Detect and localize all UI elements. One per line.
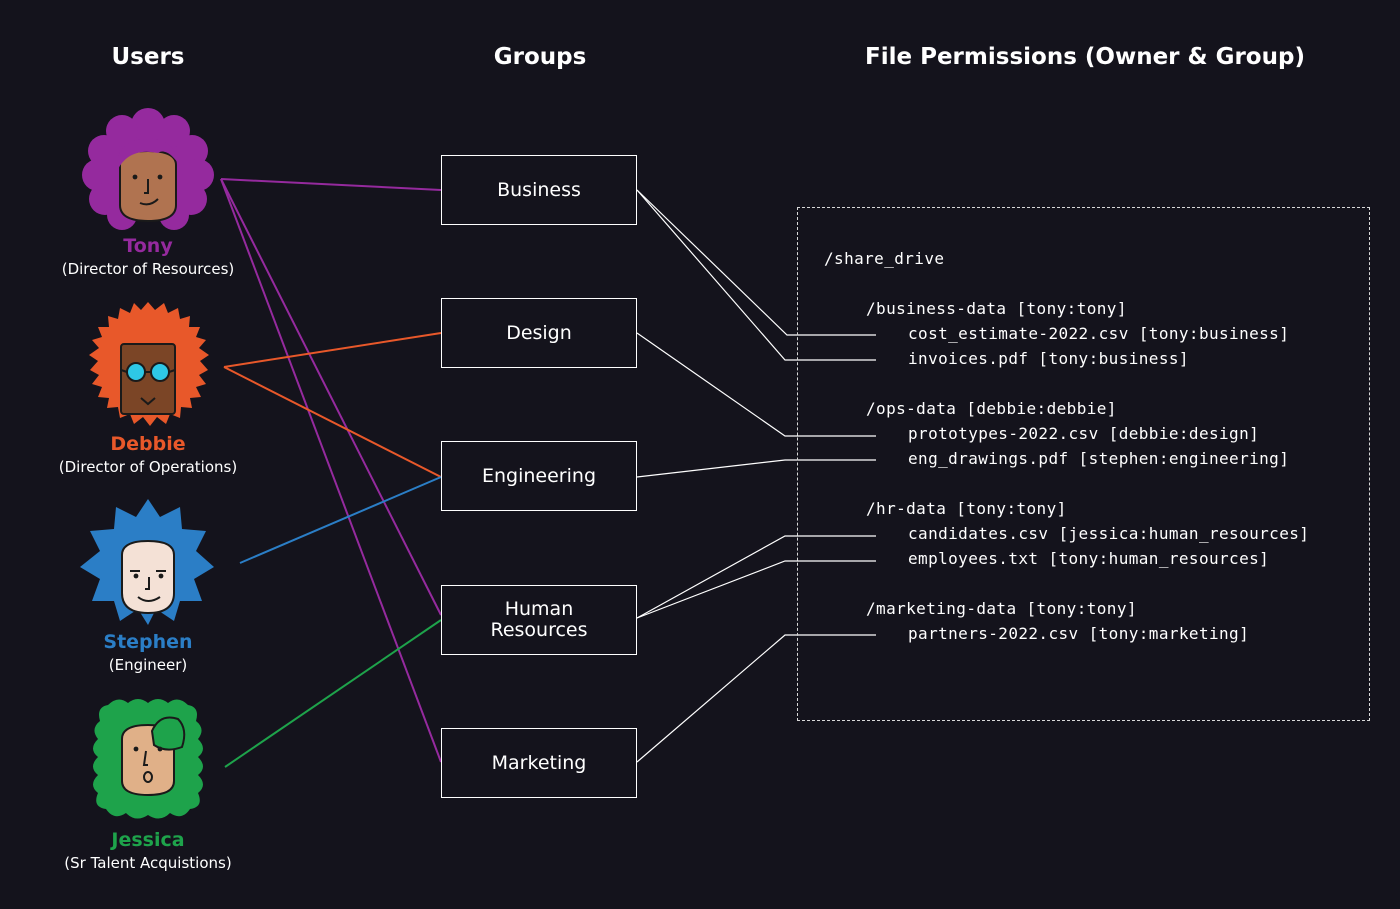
dir-marketing-data: /marketing-data [tony:tony] (866, 599, 1137, 618)
debbie-avatar (78, 300, 218, 430)
dir-business-data: /business-data [tony:tony] (866, 299, 1127, 318)
user-name-tony: Tony (123, 235, 173, 257)
file-cost-estimate: cost_estimate-2022.csv [tony:business] (908, 324, 1290, 343)
line-tony-business (220, 178, 442, 191)
line-marketing-partners (636, 634, 876, 763)
user-role-debbie: (Director of Operations) (58, 458, 238, 476)
dir-hr-data: /hr-data [tony:tony] (866, 499, 1067, 518)
jessica-avatar (78, 695, 218, 825)
stephen-avatar (78, 497, 218, 627)
group-business: Business (441, 155, 637, 225)
line-hr-candidates (636, 535, 876, 619)
tony-avatar (78, 107, 218, 237)
file-partners: partners-2022.csv [tony:marketing] (908, 624, 1250, 643)
file-candidates: candidates.csv [jessica:human_resources] (908, 524, 1310, 543)
group-marketing: Marketing (441, 728, 637, 798)
user-name-jessica: Jessica (111, 829, 185, 851)
file-employees: employees.txt [tony:human_resources] (908, 549, 1270, 568)
file-prototypes: prototypes-2022.csv [debbie:design] (908, 424, 1260, 443)
line-jessica-hr (224, 619, 442, 768)
users-heading: Users (111, 44, 185, 70)
group-human-resources: Human Resources (441, 585, 637, 655)
line-debbie-design (223, 332, 442, 368)
line-design-prototypes (636, 332, 876, 437)
share-drive-root: /share_drive (824, 249, 945, 268)
user-role-stephen: (Engineer) (108, 656, 188, 674)
line-tony-marketing (220, 178, 442, 763)
line-stephen-engineering (239, 476, 442, 564)
line-business-invoices (636, 189, 876, 361)
line-hr-employees (636, 560, 876, 619)
line-tony-hr (220, 178, 442, 616)
line-debbie-engineering (223, 366, 442, 478)
file-eng-drawings: eng_drawings.pdf [stephen:engineering] (908, 449, 1290, 468)
line-engineering-drawings (636, 459, 876, 478)
file-invoices: invoices.pdf [tony:business] (908, 349, 1189, 368)
user-name-stephen: Stephen (103, 631, 193, 653)
line-business-cost-estimate (636, 189, 876, 336)
file-permissions-box (797, 207, 1370, 721)
user-role-tony: (Director of Resources) (61, 260, 235, 278)
user-role-jessica: (Sr Talent Acquistions) (64, 854, 232, 872)
group-design: Design (441, 298, 637, 368)
group-engineering: Engineering (441, 441, 637, 511)
groups-heading: Groups (493, 44, 587, 70)
dir-ops-data: /ops-data [debbie:debbie] (866, 399, 1117, 418)
file-permissions-heading: File Permissions (Owner & Group) (865, 44, 1305, 70)
user-name-debbie: Debbie (110, 433, 186, 455)
